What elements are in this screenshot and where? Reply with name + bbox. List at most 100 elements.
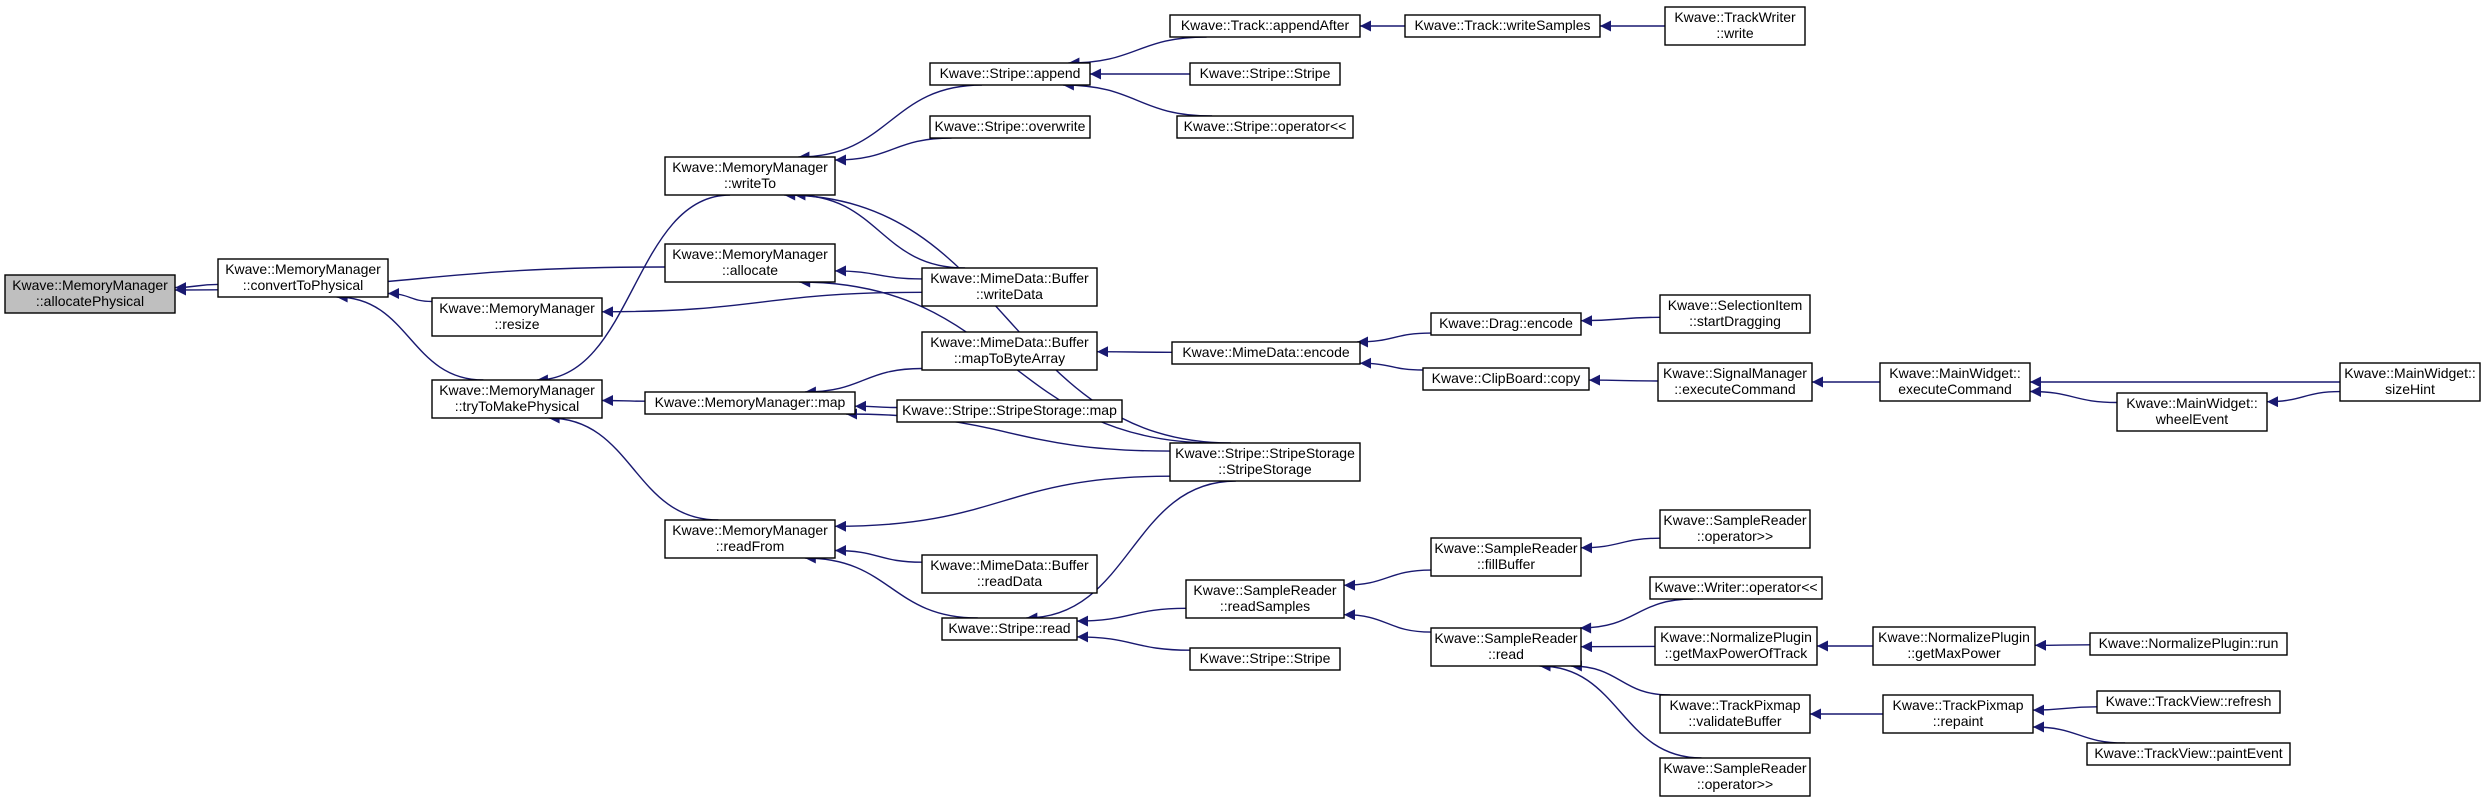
node-label: Kwave::SignalManager — [1663, 365, 1807, 381]
node-mime_encode[interactable]: Kwave::MimeData::encode — [1171, 341, 1361, 365]
node-mime_readData[interactable]: Kwave::MimeData::Buffer::readData — [921, 554, 1098, 594]
node-mm_map[interactable]: Kwave::MemoryManager::map — [644, 391, 856, 415]
node-box — [431, 297, 603, 337]
node-label: ::getMaxPower — [1907, 645, 2001, 661]
node-box — [1657, 362, 1813, 402]
node-drag_encode[interactable]: Kwave::Drag::encode — [1430, 312, 1582, 336]
node-stripe_overwrite[interactable]: Kwave::Stripe::overwrite — [929, 115, 1091, 139]
node-mime_writeData[interactable]: Kwave::MimeData::Buffer::writeData — [921, 267, 1098, 307]
node-box — [2116, 392, 2268, 432]
edge-sr_opshr2-to-sr_read — [1539, 660, 1702, 759]
node-box — [664, 519, 836, 559]
edge-mime_writeData-to-mm_resize — [601, 291, 923, 318]
edges-layer — [174, 20, 2341, 759]
node-tp_repaint[interactable]: Kwave::TrackPixmap::repaint — [1882, 694, 2034, 734]
node-box — [1649, 576, 1823, 600]
node-label: ::readFrom — [716, 538, 784, 554]
node-label: ::writeTo — [724, 175, 776, 191]
node-sr_readSamples[interactable]: Kwave::SampleReader::readSamples — [1185, 579, 1345, 619]
node-label: Kwave::Track::writeSamples — [1414, 17, 1590, 33]
node-box — [1189, 62, 1341, 86]
edge-stripe_overwrite-to-mm_writeTo — [834, 137, 952, 166]
edge-track_appendAfter-to-stripe_append — [1068, 36, 1207, 69]
node-mw_sizeHint[interactable]: Kwave::MainWidget::sizeHint — [2339, 362, 2481, 402]
edge-drag_encode-to-mime_encode — [1356, 332, 1432, 348]
node-allocatePhysical[interactable]: Kwave::MemoryManager::allocatePhysical — [4, 274, 176, 314]
node-box — [2339, 362, 2481, 402]
node-tv_refresh[interactable]: Kwave::TrackView::refresh — [2096, 690, 2281, 714]
node-tv_paintEvent[interactable]: Kwave::TrackView::paintEvent — [2086, 742, 2291, 766]
node-mm_resize[interactable]: Kwave::MemoryManager::resize — [431, 297, 603, 337]
edge-mime_writeData-to-mm_allocate — [834, 265, 923, 280]
node-box — [1176, 115, 1354, 139]
node-mm_allocate[interactable]: Kwave::MemoryManager::allocate — [664, 243, 836, 283]
node-stripe_ctor1[interactable]: Kwave::Stripe::Stripe — [1189, 62, 1341, 86]
node-label: Kwave::Stripe::overwrite — [935, 118, 1086, 134]
edge-stripestorage_ctor-to-mm_writeTo — [784, 189, 1231, 444]
node-selitem_startDragging[interactable]: Kwave::SelectionItem::startDragging — [1659, 294, 1811, 334]
node-stripe_ctor2[interactable]: Kwave::Stripe::Stripe — [1189, 647, 1341, 671]
node-stripe_read[interactable]: Kwave::Stripe::read — [941, 617, 1078, 641]
node-mm_writeTo[interactable]: Kwave::MemoryManager::writeTo — [664, 156, 836, 196]
node-clipboard_copy[interactable]: Kwave::ClipBoard::copy — [1422, 367, 1590, 391]
node-label: Kwave::Stripe::Stripe — [1200, 65, 1331, 81]
node-np_run[interactable]: Kwave::NormalizePlugin::run — [2089, 632, 2288, 656]
node-trackwriter_write[interactable]: Kwave::TrackWriter::write — [1664, 6, 1806, 46]
node-convertToPhysical[interactable]: Kwave::MemoryManager::convertToPhysical — [217, 258, 389, 298]
node-mime_mapToByteArray[interactable]: Kwave::MimeData::Buffer::mapToByteArray — [921, 331, 1098, 371]
node-label: Kwave::ClipBoard::copy — [1432, 370, 1581, 386]
node-label: ::allocate — [722, 262, 778, 278]
node-mm_readFrom[interactable]: Kwave::MemoryManager::readFrom — [664, 519, 836, 559]
node-label: Kwave::MemoryManager::map — [655, 394, 846, 410]
node-sr_read[interactable]: Kwave::SampleReader::read — [1430, 627, 1582, 667]
node-sr_opshr2[interactable]: Kwave::SampleReader::operator>> — [1659, 757, 1811, 797]
node-label: ::resize — [494, 316, 539, 332]
node-label: Kwave::MimeData::Buffer — [930, 557, 1089, 573]
node-label: Kwave::Stripe::read — [948, 620, 1070, 636]
node-stripe_append[interactable]: Kwave::Stripe::append — [929, 62, 1091, 86]
node-sr_opshr1[interactable]: Kwave::SampleReader::operator>> — [1659, 509, 1811, 549]
node-label: ::readData — [977, 573, 1043, 589]
node-mw_wheelEvent[interactable]: Kwave::MainWidget::wheelEvent — [2116, 392, 2268, 432]
node-label: Kwave::MemoryManager — [439, 382, 595, 398]
node-stripestorage_ctor[interactable]: Kwave::Stripe::StripeStorage::StripeStor… — [1169, 442, 1361, 482]
node-label: Kwave::MimeData::Buffer — [930, 334, 1089, 350]
node-label: Kwave::SampleReader — [1663, 512, 1807, 528]
node-stripestorage_map[interactable]: Kwave::Stripe::StripeStorage::map — [896, 399, 1123, 423]
node-track_writeSamples[interactable]: Kwave::Track::writeSamples — [1404, 14, 1601, 38]
node-label: ::startDragging — [1689, 313, 1781, 329]
node-stripe_opshl[interactable]: Kwave::Stripe::operator<< — [1176, 115, 1354, 139]
node-np_getMaxPowerOfTrack[interactable]: Kwave::NormalizePlugin::getMaxPowerOfTra… — [1654, 626, 1818, 666]
nodes-layer: Kwave::MemoryManager::allocatePhysicalKw… — [4, 6, 2481, 797]
node-tryToMakePhysical[interactable]: Kwave::MemoryManager::tryToMakePhysical — [431, 379, 603, 419]
node-label: ::allocatePhysical — [36, 293, 144, 309]
node-label: Kwave::NormalizePlugin::run — [2099, 635, 2279, 651]
node-box — [1882, 694, 2034, 734]
node-box — [921, 554, 1098, 594]
node-box — [664, 156, 836, 196]
node-label: Kwave::MemoryManager — [12, 277, 168, 293]
node-track_appendAfter[interactable]: Kwave::Track::appendAfter — [1169, 14, 1361, 38]
edge-np_run-to-np_getMaxPower — [2034, 639, 2091, 651]
node-box — [1430, 312, 1582, 336]
edge-clipboard_copy-to-mime_encode — [1359, 357, 1424, 371]
node-sr_fillBuffer[interactable]: Kwave::SampleReader::fillBuffer — [1430, 537, 1582, 577]
node-label: Kwave::MemoryManager — [672, 522, 828, 538]
node-label: Kwave::Stripe::StripeStorage — [1175, 445, 1355, 461]
node-sigman_executeCommand[interactable]: Kwave::SignalManager::executeCommand — [1657, 362, 1813, 402]
node-box — [1872, 626, 2036, 666]
node-box — [644, 391, 856, 415]
node-tp_validateBuffer[interactable]: Kwave::TrackPixmap::validateBuffer — [1659, 694, 1811, 734]
node-label: Kwave::TrackWriter — [1674, 9, 1796, 25]
node-box — [1659, 757, 1811, 797]
edge-mw_sizeHint-to-mw_wheelEvent — [2266, 390, 2341, 408]
edge-stripe_opshl-to-stripe_append — [1062, 79, 1213, 117]
edge-stripe_append-to-mm_writeTo — [798, 84, 983, 163]
node-label: ::readSamples — [1220, 598, 1310, 614]
node-mw_executeCommand[interactable]: Kwave::MainWidget::executeCommand — [1879, 362, 2031, 402]
edge-sr_fillBuffer-to-sr_readSamples — [1343, 569, 1432, 591]
edge-stripestorage_ctor-to-mm_readFrom — [834, 475, 1171, 532]
node-writer_opshl[interactable]: Kwave::Writer::operator<< — [1649, 576, 1823, 600]
node-np_getMaxPower[interactable]: Kwave::NormalizePlugin::getMaxPower — [1872, 626, 2036, 666]
